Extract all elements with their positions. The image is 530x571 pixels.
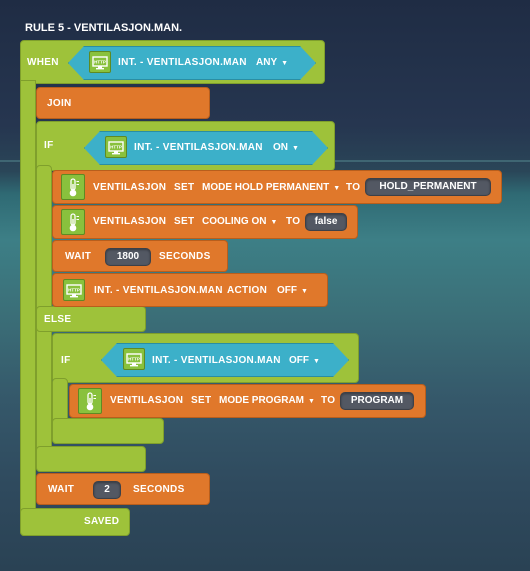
thermometer-icon bbox=[61, 209, 85, 235]
set2-to-label: TO bbox=[286, 216, 301, 227]
set1-device-label: VENTILASJON bbox=[93, 182, 167, 193]
if-state-value: ON bbox=[273, 142, 288, 153]
http-icon: HTTP bbox=[105, 136, 127, 158]
set3-to-label: TO bbox=[321, 395, 336, 406]
action-device-label: INT. - VENTILASJON.MAN bbox=[94, 285, 223, 296]
wait2-label: WAIT bbox=[48, 484, 75, 495]
svg-text:HTTP: HTTP bbox=[110, 145, 122, 150]
wait-2-block[interactable] bbox=[36, 473, 210, 505]
set1-set-label: SET bbox=[174, 182, 195, 193]
else-label: ELSE bbox=[44, 314, 72, 325]
set1-mode-value: MODE HOLD PERMANENT bbox=[202, 182, 330, 193]
svg-text:HTTP: HTTP bbox=[128, 357, 140, 362]
set3-value-field[interactable]: PROGRAM bbox=[340, 392, 414, 410]
thermometer-icon bbox=[78, 388, 102, 414]
when-label: WHEN bbox=[27, 57, 59, 68]
set-cooling-block[interactable] bbox=[52, 205, 358, 239]
thermometer-icon bbox=[61, 174, 85, 200]
set1-value-field[interactable]: HOLD_PERMANENT bbox=[365, 178, 491, 196]
set1-mode-dropdown[interactable]: MODE HOLD PERMANENT▼ bbox=[202, 182, 341, 193]
when-state-dropdown[interactable]: ANY▼ bbox=[256, 57, 289, 68]
wait2-value-field[interactable]: 2 bbox=[93, 481, 121, 499]
set3-mode-dropdown[interactable]: MODE PROGRAM▼ bbox=[219, 395, 315, 406]
set3-device-label: VENTILASJON bbox=[110, 395, 184, 406]
wait1-seconds-label: SECONDS bbox=[159, 251, 211, 262]
join-label: JOIN bbox=[47, 98, 72, 109]
set1-to-label: TO bbox=[346, 182, 361, 193]
set3-set-label: SET bbox=[191, 395, 212, 406]
nested-if-label: IF bbox=[61, 355, 71, 366]
set3-mode-value: MODE PROGRAM bbox=[219, 395, 304, 406]
wait1-value-field[interactable]: 1800 bbox=[105, 248, 151, 266]
set2-device-label: VENTILASJON bbox=[93, 216, 167, 227]
action-value-dropdown[interactable]: OFF▼ bbox=[277, 285, 308, 296]
if-footer bbox=[36, 446, 146, 472]
when-state-value: ANY bbox=[256, 57, 278, 68]
nested-if-footer bbox=[52, 418, 164, 444]
join-block[interactable] bbox=[36, 87, 210, 119]
action-value: OFF bbox=[277, 285, 297, 296]
nested-if-device-label: INT. - VENTILASJON.MAN bbox=[152, 355, 281, 366]
http-icon: HTTP bbox=[89, 51, 111, 73]
svg-text:HTTP: HTTP bbox=[94, 60, 106, 65]
wait2-seconds-label: SECONDS bbox=[133, 484, 185, 495]
if-device-label: INT. - VENTILASJON.MAN bbox=[134, 142, 263, 153]
http-icon: HTTP bbox=[123, 348, 145, 370]
set2-mode-value: COOLING ON bbox=[202, 216, 267, 227]
when-device-label: INT. - VENTILASJON.MAN bbox=[118, 57, 247, 68]
if-label: IF bbox=[44, 140, 54, 151]
when-spine bbox=[20, 80, 36, 536]
set2-set-label: SET bbox=[174, 216, 195, 227]
when-footer bbox=[20, 508, 130, 536]
rule-title: RULE 5 - VENTILASJON.MAN. bbox=[25, 22, 183, 34]
action-block[interactable] bbox=[52, 273, 328, 307]
nested-if-state-value: OFF bbox=[289, 355, 309, 366]
svg-text:HTTP: HTTP bbox=[68, 288, 80, 293]
if-state-dropdown[interactable]: ON▼ bbox=[273, 142, 299, 153]
saved-label: SAVED bbox=[84, 516, 120, 527]
nested-if-state-dropdown[interactable]: OFF▼ bbox=[289, 355, 320, 366]
action-label: ACTION bbox=[227, 285, 268, 296]
set2-mode-dropdown[interactable]: COOLING ON▼ bbox=[202, 216, 278, 227]
wait1-label: WAIT bbox=[65, 251, 92, 262]
http-icon: HTTP bbox=[63, 279, 85, 301]
set2-value-field[interactable]: false bbox=[305, 213, 347, 231]
